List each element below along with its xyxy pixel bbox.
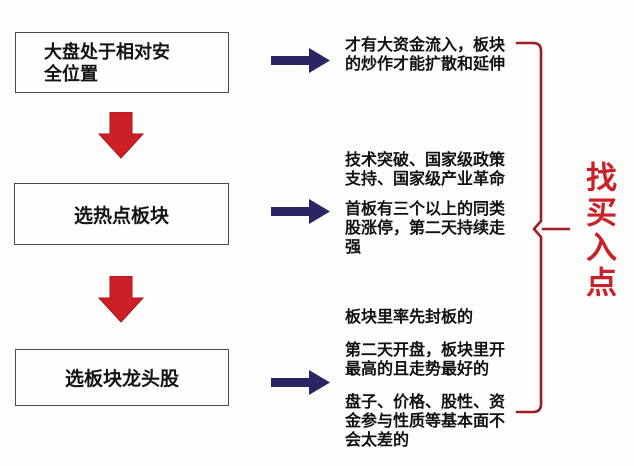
annotation-fundamentals: 盘子、价格、股性、资 金参与性质等基本面不 会太差的 [345, 393, 535, 450]
flow-box-select-sector-leader: 选板块龙头股 [15, 349, 229, 406]
annotation-line: 金参与性质等基本面不 [345, 413, 506, 430]
annotation-first-board: 首板有三个以上的同类 股涨停，第二天持续走 强 [345, 200, 535, 257]
down-arrow-icon [98, 112, 144, 159]
box-text-line: 选板块龙头股 [64, 369, 179, 390]
annotation-next-day-open: 第二天开盘，板块里开 最高的且走势最好的 [345, 341, 535, 379]
box-text-line: 选热点板块 [73, 205, 169, 227]
annotation-line: 首板有三个以上的同类 [345, 201, 506, 218]
annotation-line: 盘子、价格、股性、资 [345, 394, 506, 411]
flow-box-market-safe-position: 大盘处于相对安 全位置 [15, 32, 229, 93]
annotation-line: 技术突破、国家级政策 [345, 152, 506, 169]
annotation-line: 支持、国家级产业革命 [345, 171, 506, 188]
annotation-line: 最高的且走势最好的 [345, 361, 490, 378]
annotation-line: 股涨停，第二天持续走 [345, 220, 506, 237]
brace-icon [515, 41, 571, 414]
annotation-line: 才有大资金流入，板块 [345, 37, 506, 54]
annotation-line: 强 [345, 239, 362, 256]
annotation-line: 的炒作才能扩散和延伸 [345, 56, 506, 73]
annotation-capital-inflow: 才有大资金流入，板块 的炒作才能扩散和延伸 [345, 36, 535, 74]
annotation-line: 会太差的 [345, 432, 410, 449]
annotation-line: 第二天开盘，板块里开 [345, 342, 506, 359]
down-arrow-icon [98, 276, 144, 323]
box-text-line: 全位置 [44, 63, 98, 84]
right-arrow-icon [271, 370, 330, 395]
annotation-tech-policy: 技术突破、国家级政策 支持、国家级产业革命 [345, 151, 535, 189]
box-text-line: 大盘处于相对安 [44, 41, 170, 62]
brace-label: 找买入点 [581, 161, 616, 301]
flow-box-select-hot-sector: 选热点板块 [14, 183, 229, 245]
annotation-line: 板块里率先封板的 [345, 309, 474, 326]
right-arrow-icon [271, 48, 330, 73]
right-arrow-icon [271, 199, 330, 224]
annotation-first-seal: 板块里率先封板的 [345, 308, 535, 327]
box-text: 大盘处于相对安 全位置 [44, 41, 170, 85]
